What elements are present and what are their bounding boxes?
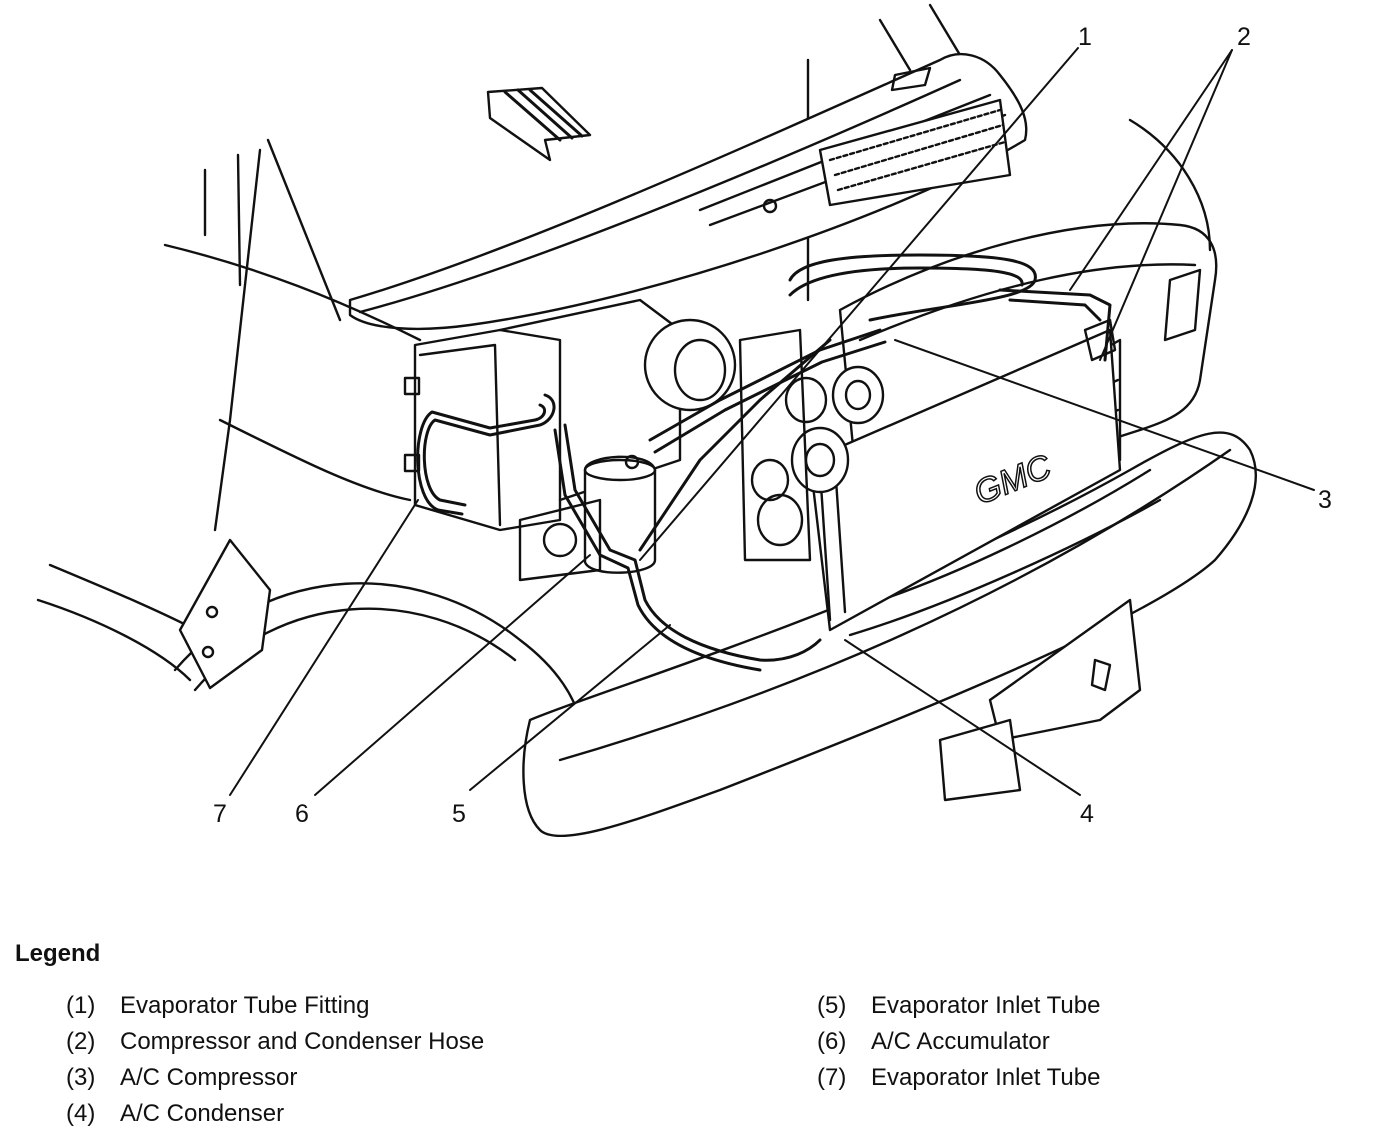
legend-item-label: A/C Compressor	[120, 1064, 298, 1091]
callout-2: 2	[1237, 23, 1251, 51]
ac-condenser	[808, 318, 1122, 632]
legend-item-number: (6)	[817, 1028, 847, 1055]
leader-line-2b	[1099, 49, 1233, 361]
legend-list-right: (5) Evaporator Inlet Tube (6) A/C Accumula…	[817, 988, 1100, 1096]
legend-item-label: Compressor and Condenser Hose	[120, 1028, 485, 1055]
leader-line-2a	[1069, 49, 1233, 291]
fender-outline	[36, 138, 582, 722]
legend-title: Legend	[15, 940, 101, 967]
ac-compressor	[518, 318, 885, 582]
legend-item-label: Evaporator Inlet Tube	[871, 1064, 1101, 1091]
legend-item-label: Evaporator Inlet Tube	[871, 992, 1101, 1019]
direction-arrow-icon	[486, 86, 592, 162]
legend-item-number: (4)	[66, 1100, 96, 1127]
legend-item: (6) A/C Accumulator	[817, 1024, 1100, 1060]
leader-line-7	[229, 499, 419, 796]
legend-item: (4) A/C Condenser	[66, 1096, 484, 1132]
engine-bay-diagram: GMC 1 2 3 4 5 6 7	[36, 3, 1332, 838]
leader-line-4	[844, 639, 1081, 796]
leader-line-1	[639, 47, 1079, 561]
legend-item-number: (5)	[817, 992, 847, 1019]
legend-item-number: (1)	[66, 992, 96, 1019]
leader-line-3	[894, 339, 1315, 491]
legend-item: (3) A/C Compressor	[66, 1060, 484, 1096]
callout-3: 3	[1318, 486, 1332, 514]
ac-hoses-and-tubes	[416, 253, 1112, 672]
legend-item-label: Evaporator Tube Fitting	[120, 992, 370, 1019]
legend-item-label: A/C Condenser	[120, 1100, 285, 1127]
legend-item: (7) Evaporator Inlet Tube	[817, 1060, 1100, 1096]
cowl-panel	[348, 52, 1028, 331]
legend-item: (5) Evaporator Inlet Tube	[817, 988, 1100, 1024]
leader-lines	[229, 47, 1315, 796]
callout-6: 6	[295, 800, 309, 828]
legend-list-left: (1) Evaporator Tube Fitting (2) Compressor…	[66, 988, 484, 1132]
callout-5: 5	[452, 800, 466, 828]
legend-item: (1) Evaporator Tube Fitting	[66, 988, 484, 1024]
leader-line-5	[469, 624, 671, 791]
legend-item: (2) Compressor and Condenser Hose	[66, 1024, 484, 1060]
legend-item-number: (2)	[66, 1028, 96, 1055]
legend-item-number: (7)	[817, 1064, 847, 1091]
legend-item-label: A/C Accumulator	[871, 1028, 1050, 1055]
callout-4: 4	[1080, 800, 1094, 828]
legend-item-number: (3)	[66, 1064, 96, 1091]
leader-line-6	[314, 554, 591, 796]
callout-7: 7	[213, 800, 227, 828]
callout-1: 1	[1078, 23, 1092, 51]
